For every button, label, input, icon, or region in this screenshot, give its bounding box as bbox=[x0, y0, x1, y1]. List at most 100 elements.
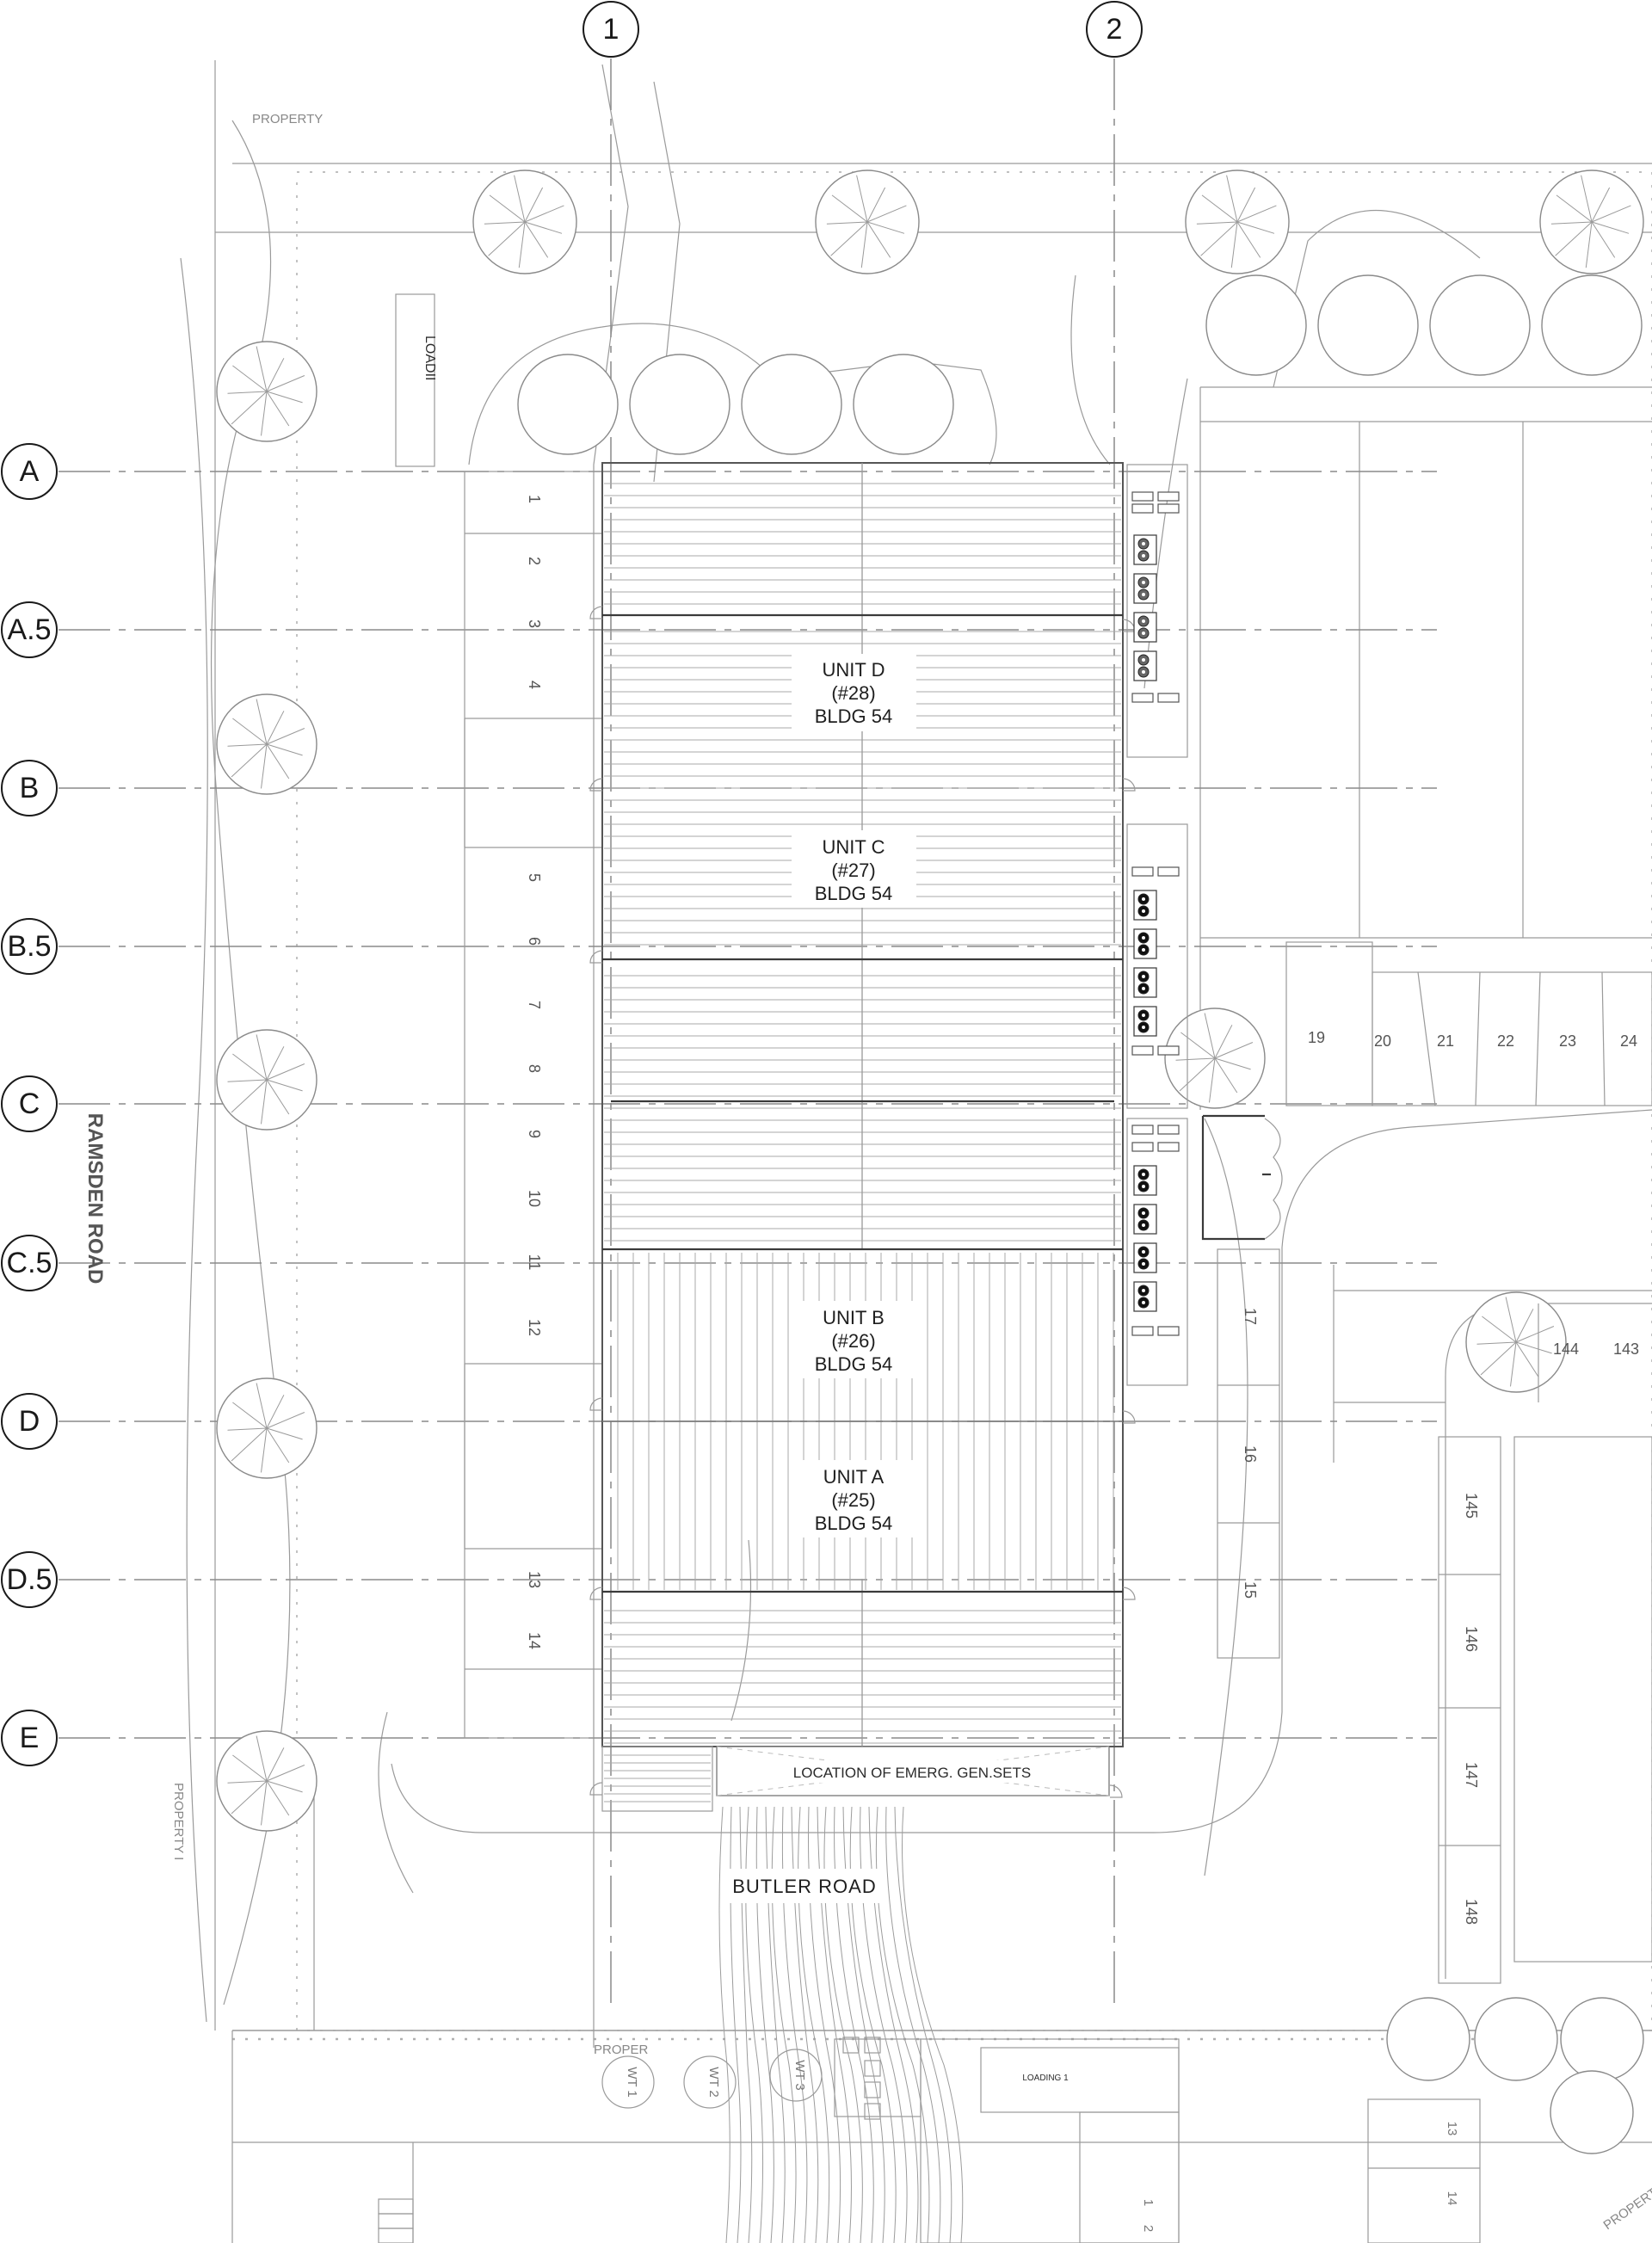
svg-text:1: 1 bbox=[603, 13, 620, 46]
unit-d-number: (#28) bbox=[831, 682, 875, 704]
unit-c-bldg: BLDG 54 bbox=[815, 883, 893, 904]
stall-19: 19 bbox=[1308, 1029, 1325, 1046]
east-stalls: 19 20 21 22 23 24 17 16 15 145 146 147 1… bbox=[1217, 941, 1652, 1984]
grid-bubble-row-b: B bbox=[1, 760, 58, 816]
svg-text:E: E bbox=[20, 1722, 40, 1754]
tree-symbols bbox=[216, 169, 1644, 2154]
svg-text:2: 2 bbox=[1106, 13, 1123, 46]
stall-7: 7 bbox=[526, 1001, 543, 1009]
stall-9: 9 bbox=[526, 1130, 543, 1138]
stall-10: 10 bbox=[526, 1190, 543, 1207]
unit-labels: UNIT D (#28) BLDG 54 UNIT C (#27) BLDG 5… bbox=[792, 654, 916, 1537]
stall-20: 20 bbox=[1374, 1032, 1391, 1050]
hvac-unit-icon bbox=[1133, 967, 1157, 998]
loading-top: LOADII bbox=[395, 293, 437, 467]
road-outlines bbox=[180, 64, 1652, 2048]
tree-icon bbox=[741, 354, 842, 455]
stall-11: 11 bbox=[526, 1254, 543, 1271]
svg-text:C: C bbox=[19, 1088, 40, 1120]
tree-icon bbox=[1541, 274, 1643, 376]
svg-text:14: 14 bbox=[1445, 2191, 1459, 2206]
stall-6: 6 bbox=[526, 937, 543, 946]
stall-2: 2 bbox=[526, 557, 543, 565]
stall-147: 147 bbox=[1463, 1762, 1480, 1788]
water-tank-3-label: WT 3 bbox=[792, 2060, 807, 2091]
svg-text:D.5: D.5 bbox=[7, 1563, 52, 1596]
stall-145: 145 bbox=[1463, 1493, 1480, 1519]
hvac-unit-icon bbox=[1133, 1165, 1157, 1196]
hvac-unit-icon bbox=[1133, 573, 1157, 604]
tree-icon bbox=[853, 354, 954, 455]
hvac-unit-icon bbox=[1133, 1242, 1157, 1273]
svg-text:B.5: B.5 bbox=[7, 930, 51, 963]
svg-text:C.5: C.5 bbox=[7, 1247, 52, 1279]
west-parking: 1 2 3 4 5 6 7 8 9 10 11 12 13 14 bbox=[464, 471, 603, 1739]
grid-bubble-row-c5: C.5 bbox=[1, 1235, 58, 1291]
unit-b-bldg: BLDG 54 bbox=[815, 1353, 893, 1375]
stall-23: 23 bbox=[1559, 1032, 1576, 1050]
tree-icon bbox=[1550, 2070, 1634, 2154]
mechanical-equipment bbox=[1131, 491, 1180, 1336]
grid-bubble-row-d5: D.5 bbox=[1, 1551, 58, 1608]
tree-icon bbox=[472, 169, 577, 274]
hvac-unit-icon bbox=[1133, 650, 1157, 681]
hvac-unit-icon bbox=[1133, 1006, 1157, 1037]
grid-bubble-row-a: A bbox=[1, 443, 58, 500]
tree-icon bbox=[1317, 274, 1419, 376]
stall-14: 14 bbox=[526, 1632, 543, 1649]
stall-3: 3 bbox=[526, 619, 543, 628]
stall-15: 15 bbox=[1242, 1581, 1259, 1599]
stall-5: 5 bbox=[526, 873, 543, 882]
butler-road-label: BUTLER ROAD bbox=[732, 1876, 876, 1897]
grid-bubble-col-2: 2 bbox=[1086, 1, 1143, 58]
svg-text:13: 13 bbox=[1445, 2122, 1459, 2136]
hvac-unit-icon bbox=[1133, 1281, 1157, 1312]
svg-text:A.5: A.5 bbox=[7, 613, 51, 646]
property-label-left: PROPERTY I bbox=[171, 1783, 186, 1860]
grid-bubble-row-b5: B.5 bbox=[1, 918, 58, 975]
property-label-bottom-right: PROPERT bbox=[1601, 2185, 1652, 2233]
generator-area: LOCATION OF EMERG. GEN.SETS bbox=[601, 1746, 1110, 1812]
water-tank-1-label: WT 1 bbox=[625, 2067, 639, 2098]
grid-bubble-row-c: C bbox=[1, 1075, 58, 1132]
stall-148: 148 bbox=[1463, 1899, 1480, 1925]
unit-d-bldg: BLDG 54 bbox=[815, 706, 893, 727]
tree-icon bbox=[216, 1730, 317, 1832]
property-label-bottom: PROPER bbox=[594, 2043, 649, 2057]
tree-icon bbox=[815, 169, 920, 274]
unit-d-name: UNIT D bbox=[823, 659, 885, 681]
stall-146: 146 bbox=[1463, 1626, 1480, 1652]
grid-bubble-row-a5: A.5 bbox=[1, 601, 58, 658]
grid-bubbles: 1 2 A A.5 B B.5 C C.5 D D.5 E bbox=[1, 1, 1143, 1766]
tree-icon bbox=[216, 1377, 317, 1479]
hvac-unit-icon bbox=[1133, 1204, 1157, 1235]
hvac-unit-icon bbox=[1133, 612, 1157, 643]
unit-a-number: (#25) bbox=[831, 1489, 875, 1511]
tree-icon bbox=[1164, 1008, 1266, 1109]
svg-text:B: B bbox=[20, 772, 40, 804]
stall-4: 4 bbox=[526, 681, 543, 689]
stall-16: 16 bbox=[1242, 1445, 1259, 1463]
tree-icon bbox=[1560, 1997, 1644, 2081]
tree-icon bbox=[1465, 1291, 1567, 1393]
tree-icon bbox=[1474, 1997, 1558, 2081]
tree-icon bbox=[1185, 169, 1290, 274]
svg-text:1: 1 bbox=[1141, 2199, 1156, 2206]
tree-icon bbox=[1429, 274, 1531, 376]
hvac-unit-icon bbox=[1133, 890, 1157, 921]
stall-8: 8 bbox=[526, 1064, 543, 1073]
hvac-unit-icon bbox=[1133, 928, 1157, 959]
stall-24: 24 bbox=[1620, 1032, 1637, 1050]
stall-21: 21 bbox=[1437, 1032, 1454, 1050]
tree-icon bbox=[216, 693, 317, 795]
tree-icon bbox=[1539, 169, 1644, 274]
tree-icon bbox=[1205, 274, 1307, 376]
stall-12: 12 bbox=[526, 1319, 543, 1336]
bottom-area: LOADING 1 13 14 1 2 WT 1 WT 2 WT 3 bbox=[378, 2037, 1481, 2243]
unit-b-number: (#26) bbox=[831, 1330, 875, 1352]
tree-icon bbox=[629, 354, 730, 455]
ramsden-road-label: RAMSDEN ROAD bbox=[83, 1113, 107, 1285]
svg-text:D: D bbox=[19, 1405, 40, 1438]
stall-22: 22 bbox=[1497, 1032, 1514, 1050]
